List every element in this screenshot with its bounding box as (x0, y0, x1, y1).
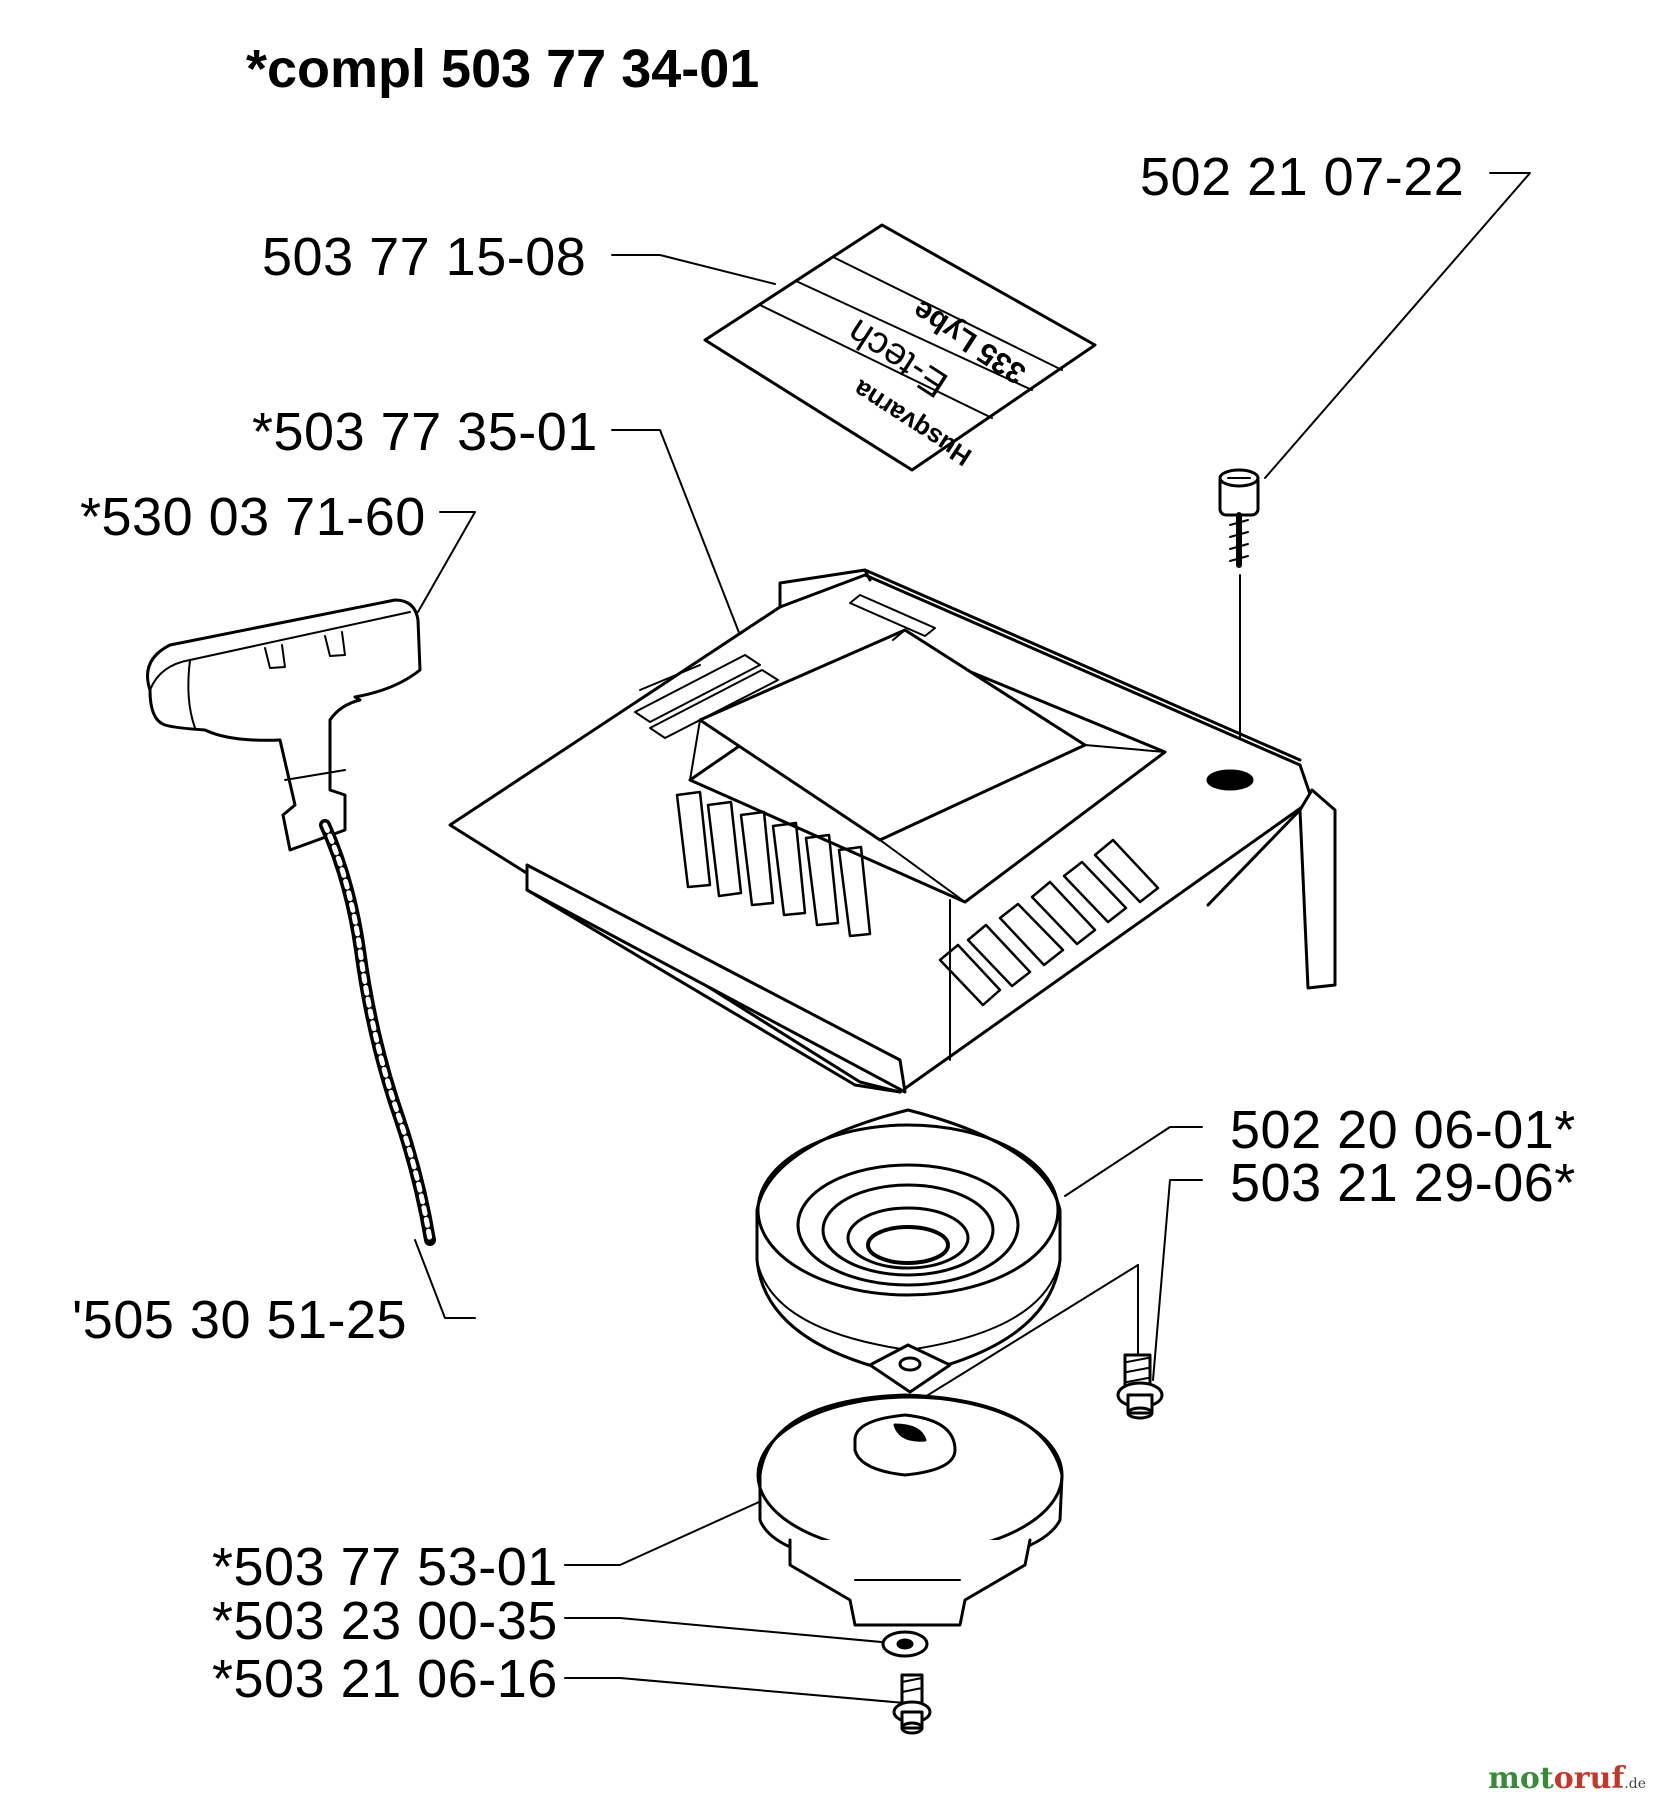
rope-part (319, 819, 436, 1246)
watermark-part1: mot (1488, 1761, 1554, 1796)
part-number-spring-cassette: 502 20 06-01* (1230, 1100, 1576, 1160)
part-number-pulley: *503 77 53-01 (212, 1537, 558, 1597)
assembly-title: *compl 503 77 34-01 (246, 39, 760, 99)
part-number-cover: *503 77 35-01 (252, 402, 598, 462)
part-number-washer: *503 23 00-35 (212, 1591, 558, 1651)
part-number-screw-top: 502 21 07-22 (1140, 147, 1465, 207)
part-number-decal: 503 77 15-08 (262, 227, 587, 287)
watermark-tld: .de (1624, 1776, 1646, 1792)
part-number-handle: *530 03 71-60 (80, 487, 426, 547)
washer-part (881, 1630, 929, 1658)
pulley-part (756, 1393, 1064, 1627)
top-screw-part (1218, 468, 1260, 761)
bottom-screw-part (892, 1673, 932, 1735)
part-number-rope: '505 30 51-25 (72, 1290, 408, 1350)
watermark-part2: oruf (1553, 1761, 1625, 1796)
decal-print: Husqvarna E-tech 335 Lybe (840, 293, 1031, 472)
handle-part (146, 598, 422, 852)
decal-part (703, 223, 1097, 472)
side-screw-part (1116, 1353, 1164, 1420)
watermark: motoruf.de (1488, 1764, 1646, 1794)
part-number-screw-side: 503 21 29-06* (1230, 1153, 1576, 1213)
leader-lines (414, 172, 1531, 1704)
part-number-screw-bottom: *503 21 06-16 (212, 1649, 558, 1709)
starter-cover-part (448, 568, 1337, 1094)
spring-cassette-part (755, 1108, 1062, 1394)
